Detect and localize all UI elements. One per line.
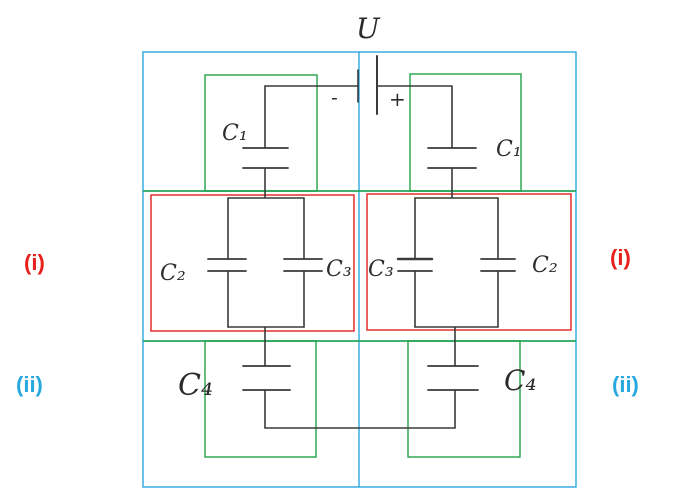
c1-left-label: C₁ [222, 121, 248, 146]
blue-grid [142, 51, 577, 488]
source-label: U [356, 12, 381, 45]
wire-top-left [264, 85, 359, 149]
red-boxes [150, 193, 572, 332]
source-plus-sign: + [389, 87, 406, 111]
c4-right-label: C₄ [504, 364, 537, 397]
wire-top-right [376, 85, 453, 149]
c2-right-capacitor [480, 258, 516, 272]
voltage-source [357, 55, 378, 115]
c3-left-label: C₃ [326, 257, 352, 282]
c1-right-label: C₁ [496, 137, 522, 162]
green-box-c4-right [407, 340, 521, 458]
source-minus-sign: - [331, 85, 338, 109]
green-box-c4-left [204, 340, 317, 458]
c3-right-label: C₃ [368, 257, 394, 282]
label-i-right: (i) [610, 245, 631, 270]
c2-right-label: C₂ [532, 253, 558, 278]
wire-bottom-loop [264, 389, 456, 429]
label-ii-left: (ii) [16, 372, 43, 397]
green-boxes [143, 73, 576, 458]
label-i-left: (i) [24, 250, 45, 275]
c2-left-capacitor [207, 258, 247, 272]
c4-right-capacitor [427, 365, 479, 391]
c2-left-label: C₂ [160, 261, 186, 286]
label-ii-right: (ii) [612, 372, 639, 397]
wires [227, 85, 499, 429]
c1-left-capacitor [242, 147, 289, 169]
c3-left-capacitor [283, 258, 323, 272]
c4-left-label: C₄ [178, 368, 213, 403]
c3-right-capacitor [396, 257, 434, 272]
green-box-c1-right [409, 73, 522, 192]
red-box-right [366, 193, 572, 331]
c4-left-capacitor [242, 365, 291, 391]
c1-right-capacitor [427, 147, 477, 169]
capacitor-plates [207, 147, 516, 391]
red-box-left [150, 194, 355, 332]
